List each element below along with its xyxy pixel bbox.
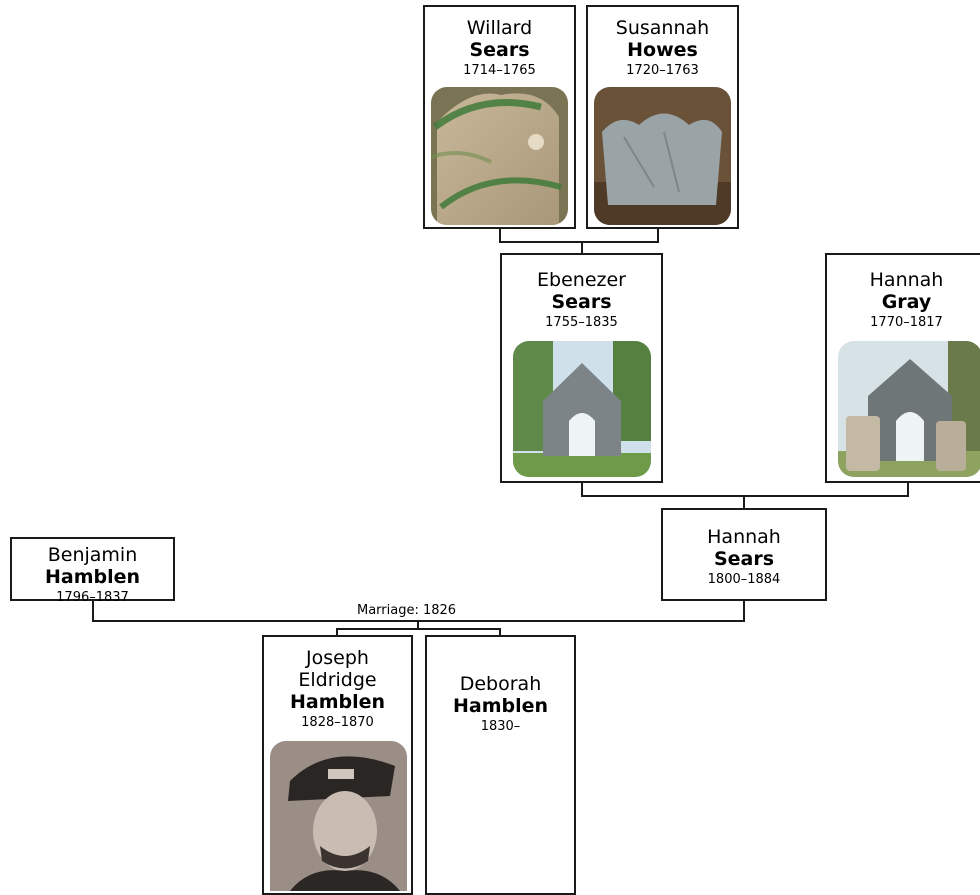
person-card-willard-sears[interactable]: Willard Sears 1714–1765 [423, 5, 576, 229]
connector-susannah-down [657, 228, 659, 242]
first-name: Susannah [615, 17, 710, 39]
life-dates: 1800–1884 [707, 572, 781, 587]
person-card-hannah-sears[interactable]: Hannah Sears 1800–1884 [661, 508, 827, 601]
gravestone-photo [431, 87, 568, 225]
life-dates: 1720–1763 [626, 63, 699, 78]
connector-to-deborah [499, 628, 501, 636]
first-name: Hannah [869, 269, 944, 291]
connector-children-bar [336, 628, 501, 630]
person-card-deborah-hamblen[interactable]: Deborah Hamblen 1830– [425, 635, 576, 895]
last-name: Hamblen [44, 566, 141, 588]
life-dates: 1796–1837 [56, 590, 129, 605]
middle-name: Eldridge [298, 669, 377, 691]
last-name: Hamblen [289, 691, 386, 713]
person-card-susannah-howes[interactable]: Susannah Howes 1720–1763 [586, 5, 739, 229]
connector-to-hannahsears [743, 495, 745, 509]
connector-benjamin-down [92, 600, 94, 621]
portrait-photo [270, 741, 407, 891]
connector-hannahgray-down [907, 482, 909, 496]
person-card-ebenezer-sears[interactable]: Ebenezer Sears 1755–1835 [500, 253, 663, 483]
last-name: Sears [469, 39, 530, 61]
person-card-hannah-gray[interactable]: Hannah Gray 1770–1817 [825, 253, 980, 483]
connector-couple-mid [581, 495, 909, 497]
connector-ebenezer-down [581, 482, 583, 496]
connector-children-stem [417, 620, 419, 629]
first-name: Deborah [459, 673, 542, 695]
life-dates: 1714–1765 [463, 63, 536, 78]
life-dates: 1755–1835 [545, 315, 618, 330]
connector-hannahsears-down [743, 600, 745, 621]
first-name: Hannah [707, 526, 781, 548]
last-name: Gray [881, 291, 932, 313]
last-name: Hamblen [452, 695, 549, 717]
last-name: Howes [627, 39, 698, 61]
life-dates: 1770–1817 [870, 315, 943, 330]
life-dates: 1828–1870 [301, 715, 374, 730]
last-name: Sears [551, 291, 612, 313]
connector-to-joseph [336, 628, 338, 636]
first-name: Willard [466, 17, 533, 39]
tomb-photo [513, 341, 651, 477]
person-card-joseph-hamblen[interactable]: Joseph Eldridge Hamblen 1828–1870 [262, 635, 413, 895]
tomb-photo [838, 341, 980, 477]
person-card-benjamin-hamblen[interactable]: Benjamin Hamblen 1796–1837 [10, 537, 175, 605]
connector-to-ebenezer [581, 241, 583, 254]
connector-couple-top [499, 241, 659, 243]
last-name: Sears [713, 548, 775, 570]
first-name: Benjamin [47, 544, 138, 566]
first-name: Ebenezer [537, 269, 626, 291]
first-name: Joseph [306, 647, 369, 669]
life-dates: 1830– [480, 719, 521, 734]
marriage-label: Marriage: 1826 [356, 603, 458, 618]
connector-willard-down [499, 228, 501, 242]
gravestone-photo [594, 87, 731, 225]
